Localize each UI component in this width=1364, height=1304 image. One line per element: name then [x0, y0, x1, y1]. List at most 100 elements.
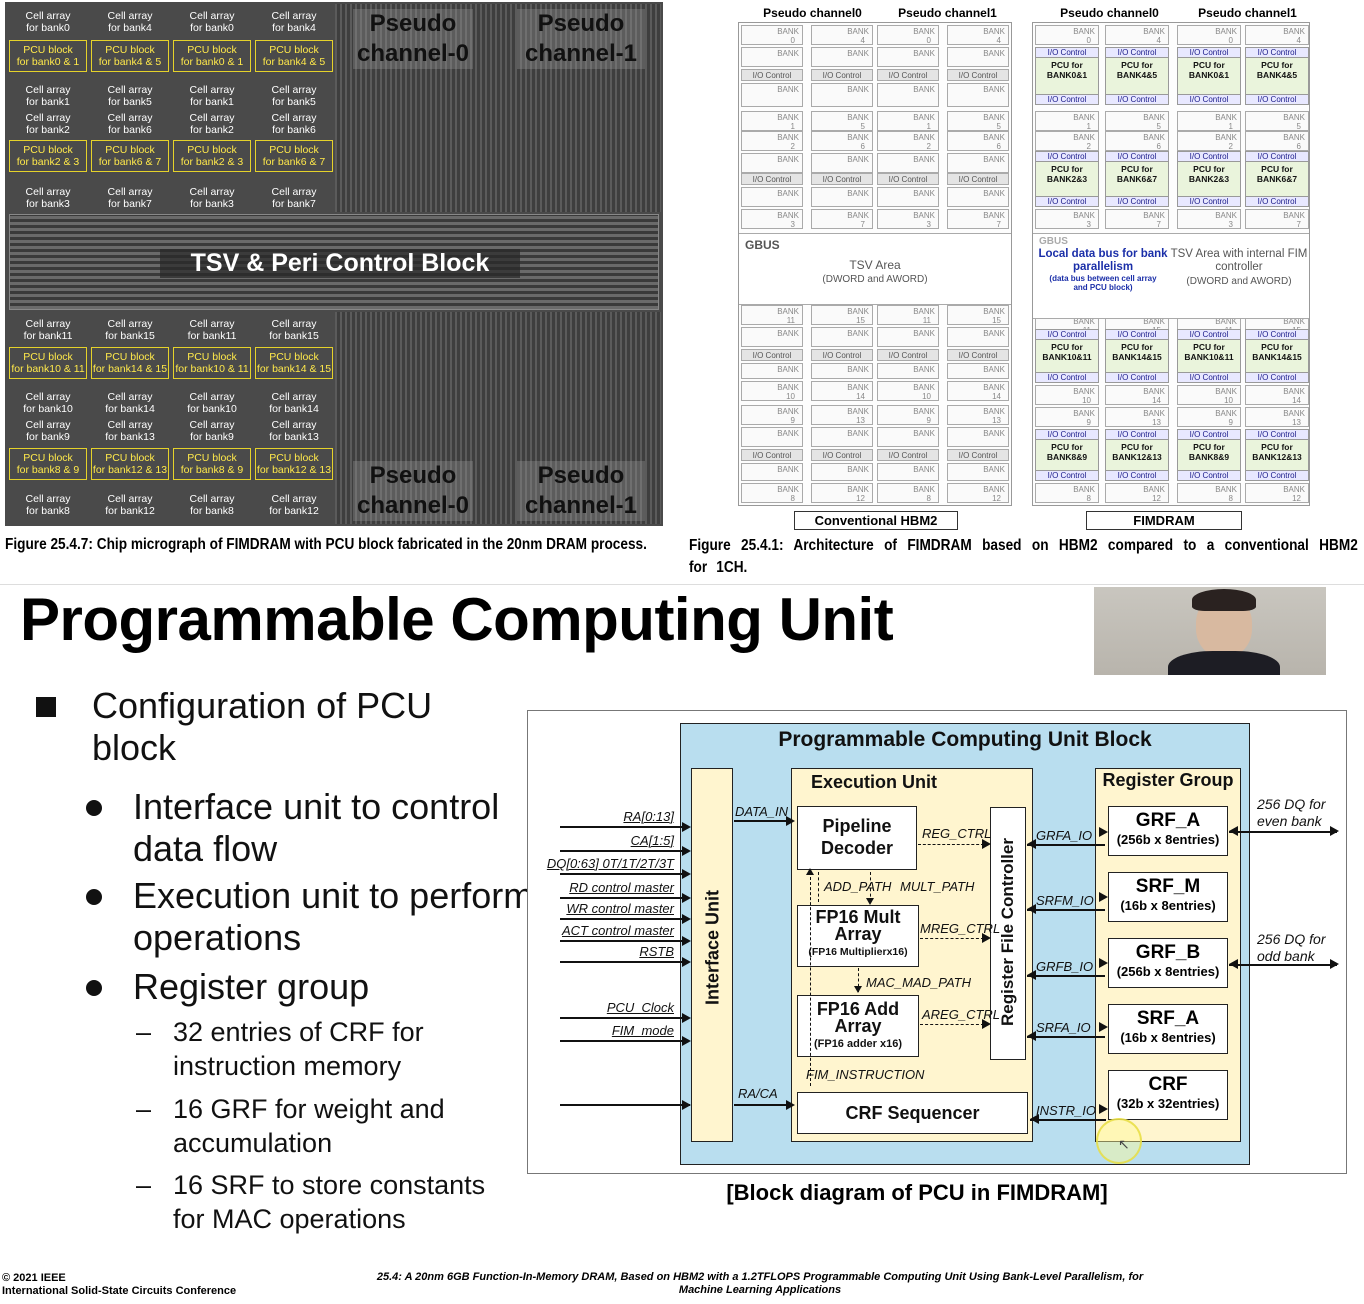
pcu-block: PCU block for bank8 & 9: [9, 448, 87, 480]
bank-number: 14: [992, 392, 1001, 401]
bank-word: BANK: [847, 133, 869, 142]
fp16-add-sub: (FP16 adder x16): [813, 1038, 903, 1050]
bank-number: 13: [1292, 418, 1301, 427]
bank-word: BANK: [1143, 113, 1165, 122]
pcu-block: PCU block for bank10 & 11: [173, 347, 251, 379]
bank-number: 0: [1228, 36, 1233, 45]
srf-a-label: SRF_A: [1136, 1008, 1200, 1029]
dot-bullet: [86, 980, 102, 996]
add-path-label: ADD_PATH: [824, 879, 892, 894]
io-control: I/O Control: [1178, 94, 1240, 104]
bank-number: 14: [1152, 396, 1161, 405]
input-signal-label: RD control master: [569, 880, 674, 895]
pseudo-channel-1-top: Pseudo channel-1: [517, 9, 645, 69]
bank-word: BANK: [777, 211, 799, 220]
crf: CRF(32b x 32entries): [1108, 1070, 1228, 1120]
presenter-hair: [1192, 589, 1256, 611]
register-group-label: Register Group: [1102, 770, 1234, 790]
square-bullet: [36, 697, 56, 717]
bank-word: BANK: [983, 27, 1005, 36]
cell-array: Cell array for bank4: [107, 10, 153, 34]
arrow-right-icon: [982, 839, 991, 849]
input-signal-line: [560, 850, 684, 852]
data-in-label: DATA_IN: [735, 804, 788, 819]
bank-number: 0: [790, 36, 795, 45]
bank-cell: BANK: [877, 47, 939, 67]
io-control: I/O Control: [1036, 152, 1098, 162]
bank-cell: BANK: [741, 363, 803, 379]
cell-array: Cell array for bank6: [271, 112, 317, 136]
fim-pseudo0-label: Pseudo channel0: [1060, 6, 1159, 20]
bank-cell: BANK: [811, 153, 873, 173]
bank-word: BANK: [1073, 113, 1095, 122]
cell-array: Cell array for bank9: [189, 419, 235, 443]
srf-m-label: SRF_M: [1135, 876, 1201, 897]
pcu-block: PCU block for bank12 & 13: [91, 448, 169, 480]
arrow-right-icon: [786, 1100, 795, 1110]
bank-word: BANK: [983, 211, 1005, 220]
bank-number: 14: [1292, 396, 1301, 405]
io-control: I/O Control: [947, 349, 1009, 361]
bank-word: BANK: [1215, 27, 1237, 36]
arrow-right-icon: [982, 933, 991, 943]
bank-word: BANK: [847, 189, 869, 198]
crf-sequencer-label: CRF Sequencer: [845, 1103, 980, 1123]
arrow-right-icon: [682, 957, 691, 967]
pcu-label: PCU for BANK12&13: [1112, 442, 1162, 462]
pcu-label: PCU for BANK0&1: [1188, 60, 1230, 80]
grf-b-sub: (256b x 8entries): [1116, 964, 1220, 979]
dq-odd-label: 256 DQ for odd bank: [1257, 931, 1326, 964]
bank-word: BANK: [777, 85, 799, 94]
pseudo-channel-0-bottom: Pseudo channel-0: [353, 461, 473, 521]
input-signal-label: PCU_Clock: [606, 1000, 674, 1015]
input-signal-label: RA[0:13]: [623, 809, 674, 824]
bank-word: BANK: [847, 465, 869, 474]
io-control: I/O Control: [877, 449, 939, 461]
srfm-io-line: [1027, 909, 1105, 911]
presenter-video: [1094, 587, 1326, 675]
bank-number: 4: [1296, 36, 1301, 45]
bank-number: 9: [1228, 418, 1233, 427]
cell-array: Cell array for bank7: [271, 186, 317, 210]
bank-word: BANK: [1283, 27, 1305, 36]
arrow-up-icon: [806, 868, 814, 875]
bank-number: 9: [790, 416, 795, 425]
footer-paper: 25.4: A 20nm 6GB Function-In-Memory DRAM…: [376, 1271, 1144, 1296]
pcu-label: PCU for BANK8&9: [1188, 442, 1230, 462]
cell-array: Cell array for bank2: [25, 112, 71, 136]
bank-number: 12: [1152, 494, 1161, 503]
arrow-left-icon: [1027, 1031, 1036, 1041]
bank-number: 15: [992, 316, 1001, 325]
srf-m-sub: (16b x 8entries): [1120, 898, 1216, 913]
pcu-block: PCU block for bank8 & 9: [173, 448, 251, 480]
cell-array: Cell array for bank2: [189, 112, 235, 136]
arrow-right-icon: [1330, 959, 1339, 969]
bank-number: 10: [786, 392, 795, 401]
bank-word: BANK: [1143, 387, 1165, 396]
bank-number: 6: [1156, 142, 1161, 151]
io-control: I/O Control: [1036, 430, 1098, 440]
pcu-block: PCU block for bank6 & 7: [255, 140, 333, 172]
bank-cell: BANK: [741, 463, 803, 481]
bullet-register-group: Register group: [133, 966, 370, 1007]
bank-word: BANK: [777, 383, 799, 392]
bank-word: BANK: [983, 365, 1005, 374]
bank-word: BANK: [983, 407, 1005, 416]
io-control: I/O Control: [1178, 372, 1240, 382]
arrow-right-icon: [1099, 958, 1108, 968]
io-control: I/O Control: [1036, 48, 1098, 58]
arrow-down-icon: [854, 986, 862, 993]
bank-word: BANK: [1283, 133, 1305, 142]
